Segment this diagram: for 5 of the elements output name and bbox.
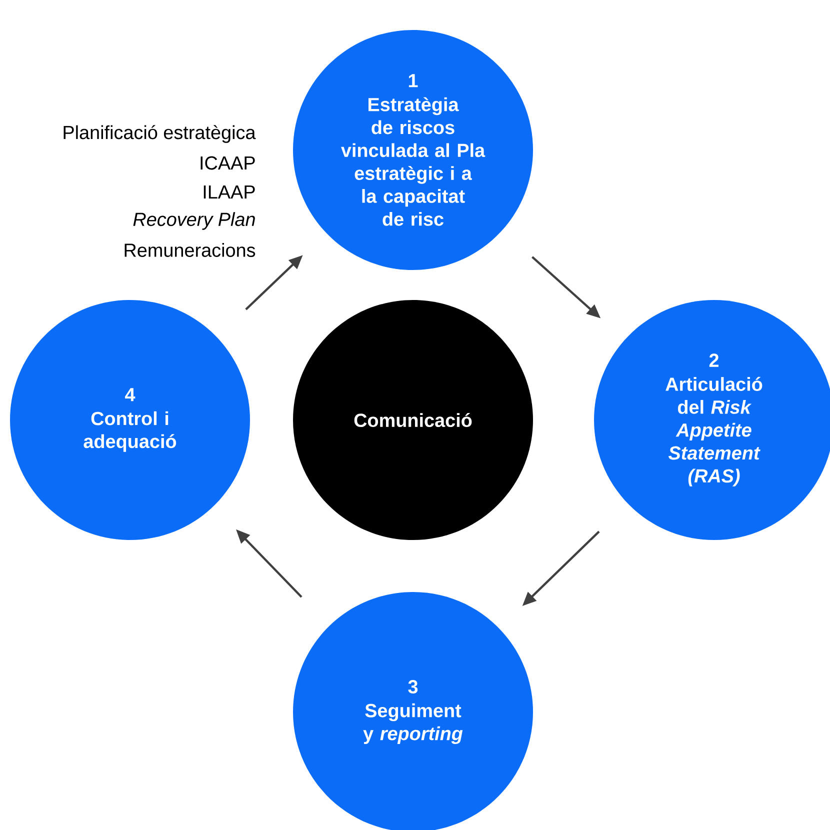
side-note: Recovery Plan xyxy=(133,212,255,230)
side-note: ICAAP xyxy=(200,156,255,170)
side-note: Remuneracions xyxy=(124,243,256,257)
side-note: ILAAP xyxy=(204,186,255,199)
side-note: Planificació estratègica xyxy=(64,125,256,143)
